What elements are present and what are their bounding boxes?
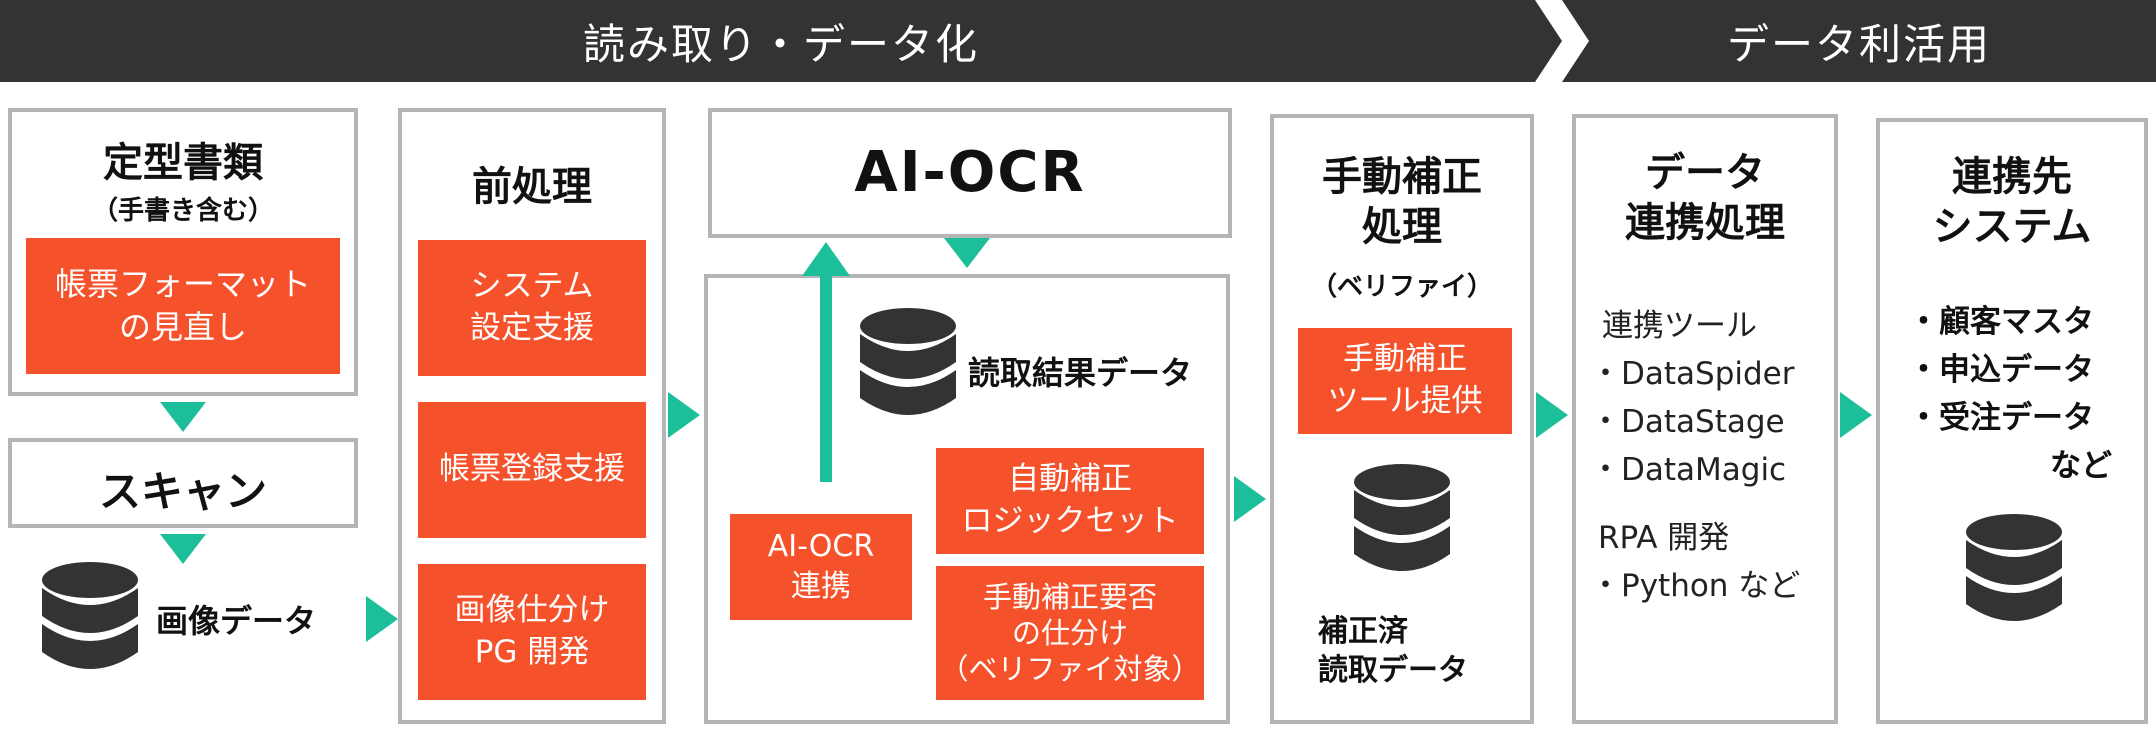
scan-title: スキャン xyxy=(98,467,267,516)
banner-data-utilization-label: データ利活用 xyxy=(1726,19,1991,69)
manual-fix-tool-action: 手動補正 ツール提供 xyxy=(1298,328,1512,434)
documents-title: 定型書類 xyxy=(103,140,263,186)
manual-correct-sort-action: 手動補正要否 の仕分け （ベリファイ対象） xyxy=(936,566,1204,700)
database-icon xyxy=(1966,514,2062,621)
database-icon xyxy=(860,308,956,415)
arrow-down-icon xyxy=(944,238,990,268)
manual-fix-subtitle: （ベリファイ） xyxy=(1310,272,1493,302)
corrected-read-data-label: 補正済 読取データ xyxy=(1318,614,1468,688)
manual-fix-box: 手動補正 処理 （ベリファイ） 手動補正 ツール提供 補正済 読取データ xyxy=(1270,114,1534,724)
integration-title: データ 連携処理 xyxy=(1625,150,1785,246)
read-result-data-label: 読取結果データ xyxy=(968,354,1193,392)
integration-box: データ 連携処理 連携ツール ・DataSpider ・DataStage ・D… xyxy=(1572,114,1838,724)
aiocr-link-action: AI-OCR 連携 xyxy=(730,514,912,620)
documents-box: 定型書類 （手書き含む） 帳票フォーマット の見直し xyxy=(8,108,358,396)
preprocess-title: 前処理 xyxy=(472,164,592,210)
arrow-right-icon xyxy=(1840,392,1872,438)
aiocr-title: AI-OCR xyxy=(854,140,1086,205)
arrow-down-icon xyxy=(160,534,206,564)
integration-tool-item: ・DataSpider xyxy=(1590,356,1795,392)
arrow-right-icon xyxy=(366,596,398,642)
integration-tool-item: ・DataStage xyxy=(1590,404,1785,440)
database-icon xyxy=(1354,464,1450,571)
integration-tool-item: ・DataMagic xyxy=(1590,452,1787,488)
target-item: ・受注データ xyxy=(1908,400,2094,436)
preprocess-action-system-setup: システム 設定支援 xyxy=(418,240,646,376)
target-system-title: 連携先 システム xyxy=(1932,154,2092,250)
arrow-right-icon xyxy=(1536,392,1568,438)
manual-fix-title: 手動補正 処理 xyxy=(1322,154,1482,250)
integration-rpa-item: ・Python など xyxy=(1590,568,1801,604)
preprocess-action-image-sort: 画像仕分け PG 開発 xyxy=(418,564,646,700)
banner-read-digitize: 読み取り・データ化 xyxy=(0,0,1562,82)
documents-action: 帳票フォーマット の見直し xyxy=(26,238,340,374)
aiocr-title-box: AI-OCR xyxy=(708,108,1232,238)
target-items-suffix: など xyxy=(2050,448,2112,484)
preprocess-box: 前処理 システム 設定支援 帳票登録支援 画像仕分け PG 開発 xyxy=(398,108,666,724)
documents-subtitle: （手書き含む） xyxy=(91,196,274,226)
integration-rpa-heading: RPA 開発 xyxy=(1598,520,1730,556)
aiocr-process-box: 読取結果データ AI-OCR 連携 自動補正 ロジックセット 手動補正要否 の仕… xyxy=(704,242,1230,724)
target-system-box: 連携先 システム ・顧客マスタ ・申込データ ・受注データ など xyxy=(1876,118,2148,724)
scan-box: スキャン xyxy=(8,438,358,528)
arrow-down-icon xyxy=(160,402,206,432)
banner-data-utilization: データ利活用 xyxy=(1562,0,2156,82)
arrow-right-icon xyxy=(668,392,700,438)
image-data-label: 画像データ xyxy=(156,602,317,640)
target-item: ・申込データ xyxy=(1908,352,2094,388)
arrow-right-icon xyxy=(1234,476,1266,522)
database-icon xyxy=(42,562,138,669)
preprocess-action-form-registration: 帳票登録支援 xyxy=(418,402,646,538)
target-item: ・顧客マスタ xyxy=(1908,304,2094,340)
auto-correct-logic-action: 自動補正 ロジックセット xyxy=(936,448,1204,554)
integration-tools-heading: 連携ツール xyxy=(1602,308,1757,344)
banner-read-digitize-label: 読み取り・データ化 xyxy=(582,19,979,69)
arrow-up-icon xyxy=(802,242,850,482)
